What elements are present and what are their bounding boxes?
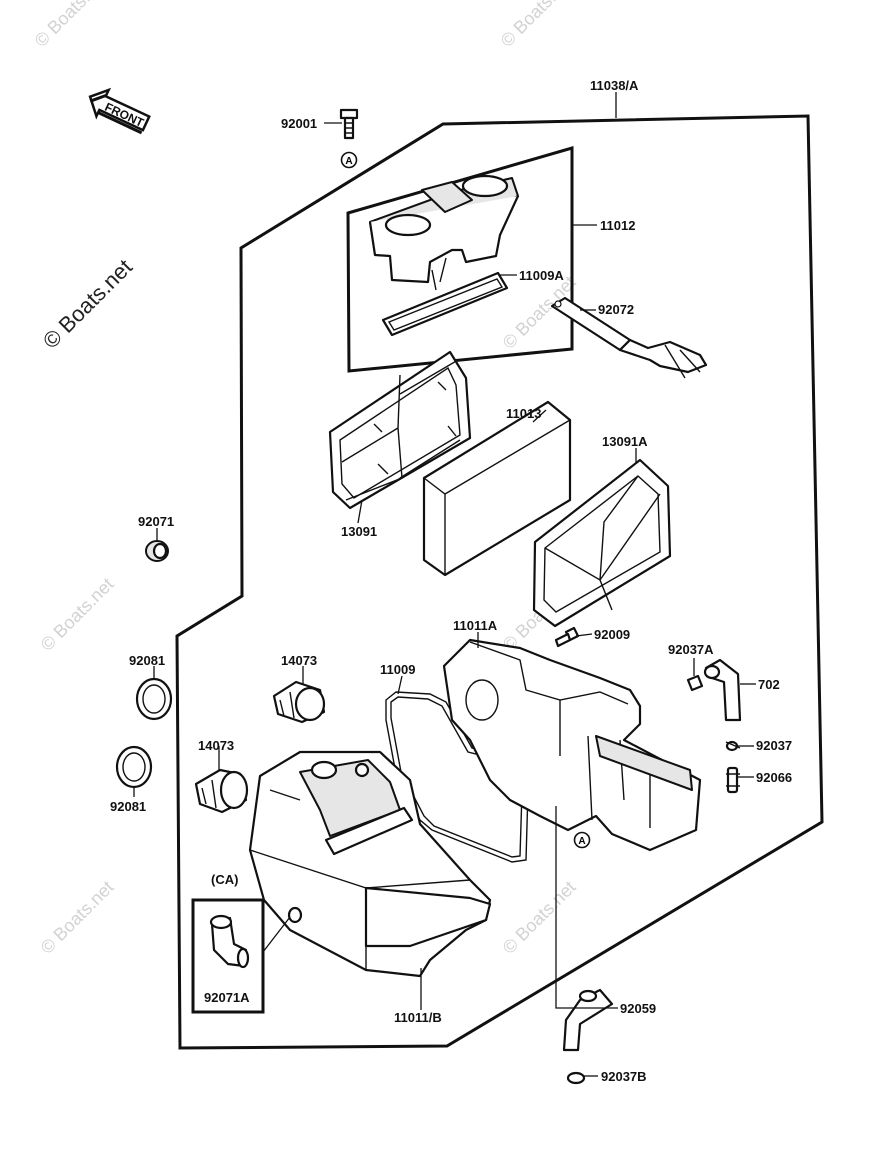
label-92081-lower: 92081: [110, 799, 146, 814]
front-arrow-icon: FRONT: [88, 87, 151, 135]
label-92071: 92071: [138, 514, 174, 529]
label-14073-upper: 14073: [281, 653, 317, 668]
ring-92081-lower: [115, 745, 153, 789]
ca-group-box: [191, 898, 265, 1014]
gasket-11009A: [381, 271, 509, 337]
assembly-outline: [175, 114, 824, 1050]
label-92072: 92072: [598, 302, 634, 317]
inlet-duct-11012: [368, 174, 519, 291]
watermark: © Boats.net: [37, 574, 118, 655]
clip-92037: [725, 740, 741, 752]
filter-frame-13091: [328, 350, 472, 510]
label-92081-upper: 92081: [129, 653, 165, 668]
case-upper-11011A: [442, 638, 702, 852]
label-92009: 92009: [594, 627, 630, 642]
hose-92059: [562, 988, 614, 1052]
watermark: © Boats.net: [31, 0, 112, 51]
label-11009A: 11009A: [519, 268, 564, 283]
ring-92081-upper: [135, 677, 173, 721]
fitting-92066: [726, 766, 740, 794]
watermark-main: © Boats.net: [38, 254, 137, 353]
label-92037A: 92037A: [668, 642, 714, 657]
label-11038A: 11038/A: [590, 78, 639, 93]
label-13091: 13091: [341, 524, 377, 539]
label-ca: (CA): [211, 872, 238, 887]
label-13091A: 13091A: [602, 434, 648, 449]
label-92059: 92059: [620, 1001, 656, 1016]
air-inlet-group-box: [346, 146, 574, 373]
label-11009: 11009: [380, 662, 415, 677]
label-92001: 92001: [281, 116, 317, 131]
watermark: © Boats.net: [37, 877, 118, 958]
label-11013: 11013: [506, 406, 541, 421]
ref-a-callout: A: [578, 836, 585, 847]
label-11011A: 11011A: [453, 618, 498, 633]
cap-14073-upper: [272, 680, 326, 724]
ref-a-lower: A: [573, 831, 591, 849]
elbow-92071A: [209, 914, 250, 969]
label-92071A: 92071A: [204, 990, 250, 1005]
leader-lines: [133, 92, 756, 1077]
screw-92009: [554, 626, 580, 648]
clamp-92037A: [686, 674, 704, 692]
grommet-92071: [145, 540, 169, 562]
air-filter-11013: [422, 400, 572, 577]
bracket-92072: [550, 296, 708, 379]
clamp-92037B: [566, 1071, 586, 1085]
label-14073-lower: 14073: [198, 738, 234, 753]
cap-14073-lower: [194, 768, 249, 814]
part-labels: 11038/A 92001 11012 11009A 92072 11013 1…: [110, 78, 792, 1084]
hose-702: [703, 658, 742, 722]
filter-frame-13091A: [532, 458, 672, 628]
bolt-92001: A: [339, 108, 359, 169]
case-lower-11011B: [248, 750, 492, 978]
ref-a-callout: A: [345, 156, 352, 167]
label-92037B: 92037B: [601, 1069, 647, 1084]
watermark: © Boats.net: [499, 877, 580, 958]
watermark: © Boats.net: [497, 0, 578, 51]
label-92037: 92037: [756, 738, 792, 753]
label-702: 702: [758, 677, 780, 692]
label-92066: 92066: [756, 770, 792, 785]
label-11012: 11012: [600, 218, 635, 233]
label-11011B: 11011/B: [394, 1010, 442, 1025]
